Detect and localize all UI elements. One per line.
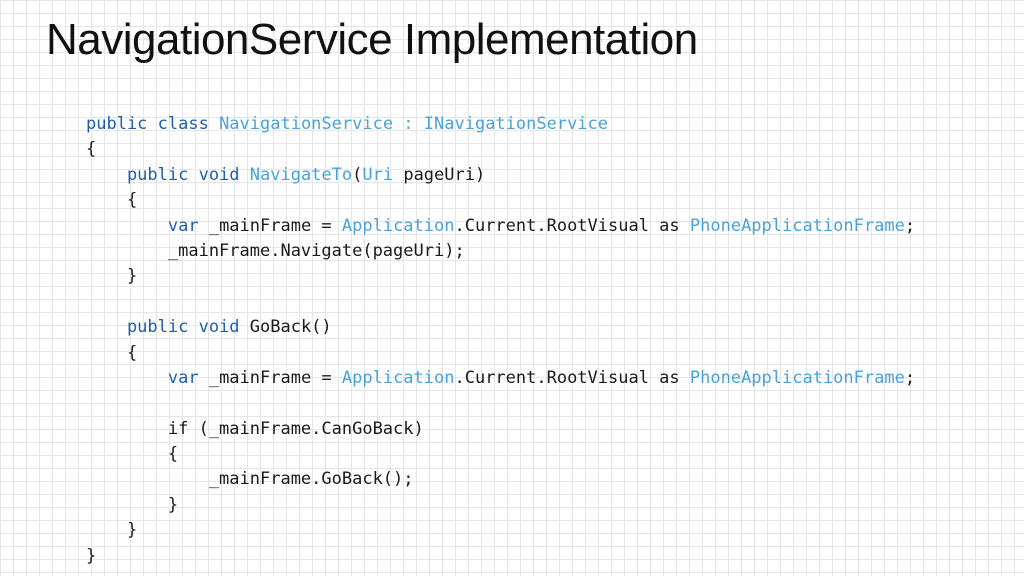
code-token-keyword: public void xyxy=(86,164,250,185)
code-token-type: NavigationService xyxy=(219,114,394,134)
code-line: } xyxy=(86,493,915,518)
code-token-plain: { xyxy=(86,444,179,465)
code-token-plain: _mainFrame = xyxy=(208,367,342,388)
code-line: } xyxy=(86,264,915,289)
code-line: { xyxy=(86,137,915,162)
code-token-type: NavigateTo xyxy=(249,164,353,185)
code-token-plain: ; xyxy=(904,215,916,236)
code-line: public class NavigationService : INaviga… xyxy=(86,112,915,137)
code-token-plain: pageUri) xyxy=(393,164,486,185)
code-token-keyword: public void xyxy=(86,317,250,338)
code-token-type: Application xyxy=(341,367,455,388)
code-token-keyword: var xyxy=(86,367,209,388)
code-line: } xyxy=(86,544,915,569)
code-token-plain: } xyxy=(86,520,138,541)
code-token-plain: } xyxy=(86,545,97,566)
code-line: { xyxy=(86,442,915,467)
code-token-plain: .Current.RootVisual as xyxy=(454,367,690,388)
code-token-plain: ( xyxy=(352,164,363,185)
code-token-plain: _mainFrame = xyxy=(208,215,342,236)
code-token-plain: { xyxy=(86,139,97,160)
code-token-type: Application xyxy=(341,215,455,236)
code-token-type: : xyxy=(393,114,424,134)
code-line: { xyxy=(86,188,915,213)
code-token-keyword: var xyxy=(86,215,209,236)
code-block: public class NavigationService : INaviga… xyxy=(86,112,915,569)
code-line: } xyxy=(86,518,915,543)
code-line: public void GoBack() xyxy=(86,315,915,340)
code-line: { xyxy=(86,341,915,366)
code-token-type: PhoneApplicationFrame xyxy=(689,367,905,388)
code-token-plain: { xyxy=(86,342,138,363)
code-token-plain: GoBack() xyxy=(249,317,332,338)
code-line xyxy=(86,290,915,315)
code-line: _mainFrame.GoBack(); xyxy=(86,467,915,492)
code-line: var _mainFrame = Application.Current.Roo… xyxy=(86,366,915,391)
code-line: var _mainFrame = Application.Current.Roo… xyxy=(86,214,915,239)
code-token-type: INavigationService xyxy=(423,114,609,134)
code-token-plain: ; xyxy=(904,367,916,388)
code-token-keyword: public class xyxy=(86,114,220,134)
code-token-type: Uri xyxy=(362,164,394,185)
code-token-plain: { xyxy=(86,190,138,211)
code-line xyxy=(86,391,915,416)
code-line: if (_mainFrame.CanGoBack) xyxy=(86,417,915,442)
code-token-plain: if (_mainFrame.CanGoBack) xyxy=(86,418,424,439)
code-token-type: PhoneApplicationFrame xyxy=(689,215,905,236)
code-token-plain: } xyxy=(86,266,138,287)
slide-title: NavigationService Implementation xyxy=(46,15,698,64)
code-line: public void NavigateTo(Uri pageUri) xyxy=(86,163,915,188)
code-token-plain: } xyxy=(86,494,179,515)
code-token-plain: _mainFrame.Navigate(pageUri); xyxy=(86,240,465,261)
code-token-plain: _mainFrame.GoBack(); xyxy=(86,469,414,490)
code-line: _mainFrame.Navigate(pageUri); xyxy=(86,239,915,264)
code-token-plain: .Current.RootVisual as xyxy=(454,215,690,236)
